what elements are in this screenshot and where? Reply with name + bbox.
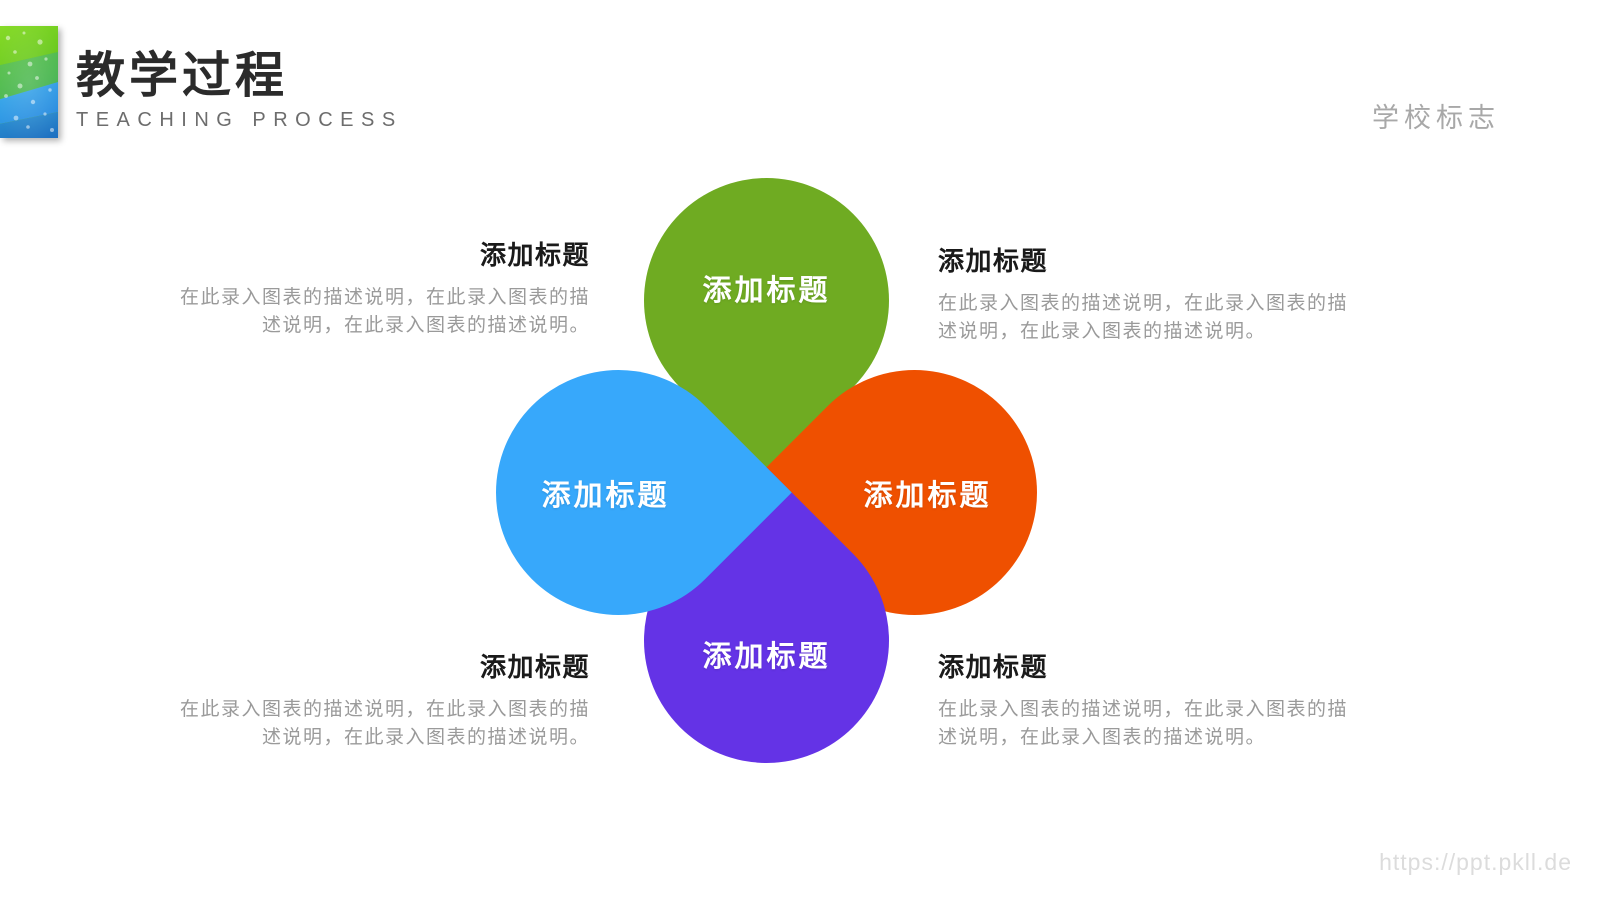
page-title: 教学过程 bbox=[76, 49, 289, 103]
text-block-body: 在此录入图表的描述说明，在此录入图表的描述说明，在此录入图表的描述说明。 bbox=[179, 699, 590, 748]
petal-right-label: 添加标题 bbox=[863, 479, 992, 512]
petal-left[interactable]: 添加标题 bbox=[445, 319, 792, 666]
text-block-body: 在此录入图表的描述说明，在此录入图表的描述说明，在此录入图表的描述说明。 bbox=[179, 287, 590, 336]
text-block-title: 添加标题 bbox=[938, 652, 1049, 682]
watermark-url: https://ppt.pkll.de bbox=[1379, 849, 1572, 875]
petal-top[interactable]: 添加标题 bbox=[593, 127, 940, 474]
text-block-title: 添加标题 bbox=[479, 240, 590, 270]
petal-top-label: 添加标题 bbox=[702, 274, 831, 307]
colorful-fan-logo-icon bbox=[0, 26, 58, 138]
page-title-group: 教学过程 TEACHING PROCESS bbox=[76, 48, 403, 133]
text-block-title: 添加标题 bbox=[938, 246, 1049, 276]
text-block-title: 添加标题 bbox=[479, 652, 590, 682]
text-block-body: 在此录入图表的描述说明，在此录入图表的描述说明，在此录入图表的描述说明。 bbox=[938, 293, 1349, 342]
text-block-top-right: 添加标题 在此录入图表的描述说明，在此录入图表的描述说明，在此录入图表的描述说明… bbox=[938, 244, 1356, 346]
four-petal-diagram: 添加标题 添加标题 添加标题 添加标题 bbox=[445, 127, 1088, 814]
petal-left-label: 添加标题 bbox=[541, 479, 670, 512]
slide-header: 教学过程 TEACHING PROCESS 学校标志 bbox=[0, 0, 1600, 170]
text-block-bottom-left: 添加标题 在此录入图表的描述说明，在此录入图表的描述说明，在此录入图表的描述说明… bbox=[172, 650, 590, 752]
text-block-body: 在此录入图表的描述说明，在此录入图表的描述说明，在此录入图表的描述说明。 bbox=[938, 699, 1349, 748]
petal-bottom-label: 添加标题 bbox=[702, 640, 831, 673]
page-subtitle: TEACHING PROCESS bbox=[76, 109, 403, 131]
text-block-top-left: 添加标题 在此录入图表的描述说明，在此录入图表的描述说明，在此录入图表的描述说明… bbox=[172, 238, 590, 340]
school-logo-placeholder: 学校标志 bbox=[1372, 103, 1500, 133]
petal-right[interactable]: 添加标题 bbox=[741, 319, 1088, 666]
petal-bottom[interactable]: 添加标题 bbox=[593, 467, 940, 814]
text-block-bottom-right: 添加标题 在此录入图表的描述说明，在此录入图表的描述说明，在此录入图表的描述说明… bbox=[938, 650, 1356, 752]
